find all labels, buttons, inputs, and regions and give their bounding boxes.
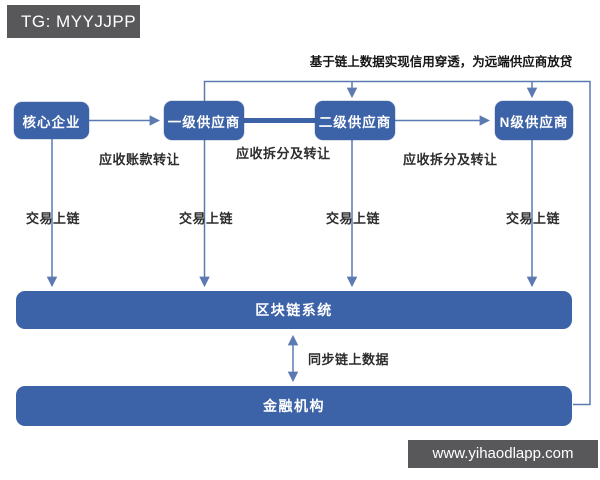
label-transaction-onchain-4: 交易上链 (506, 211, 561, 226)
platform-blockchain-system: 区块链系统 (16, 291, 572, 329)
platform-financial-institution: 金融机构 (16, 386, 572, 426)
tg-contact-badge: TG: MYYJJPP (7, 5, 140, 38)
label-sync-onchain-data: 同步链上数据 (308, 352, 390, 367)
credit-penetration-annotation: 基于链上数据实现信用穿透，为远端供应商放贷 (309, 55, 573, 69)
label-transaction-onchain-1: 交易上链 (26, 211, 81, 226)
label-receivable-split-transfer-1: 应收拆分及转让 (236, 146, 331, 161)
node-tier1-supplier: 一级供应商 (164, 101, 244, 140)
node-core-enterprise: 核心企业 (14, 102, 89, 139)
label-transaction-onchain-2: 交易上链 (179, 211, 234, 226)
label-transaction-onchain-3: 交易上链 (326, 211, 381, 226)
label-receivable-transfer: 应收账款转让 (99, 152, 181, 167)
website-watermark: www.yihaodlapp.com (408, 440, 598, 468)
node-tier2-supplier: 二级供应商 (315, 101, 395, 140)
label-receivable-split-transfer-2: 应收拆分及转让 (403, 152, 498, 167)
credit-loop-line (203, 80, 591, 406)
node-tiern-supplier: N级供应商 (495, 101, 573, 140)
